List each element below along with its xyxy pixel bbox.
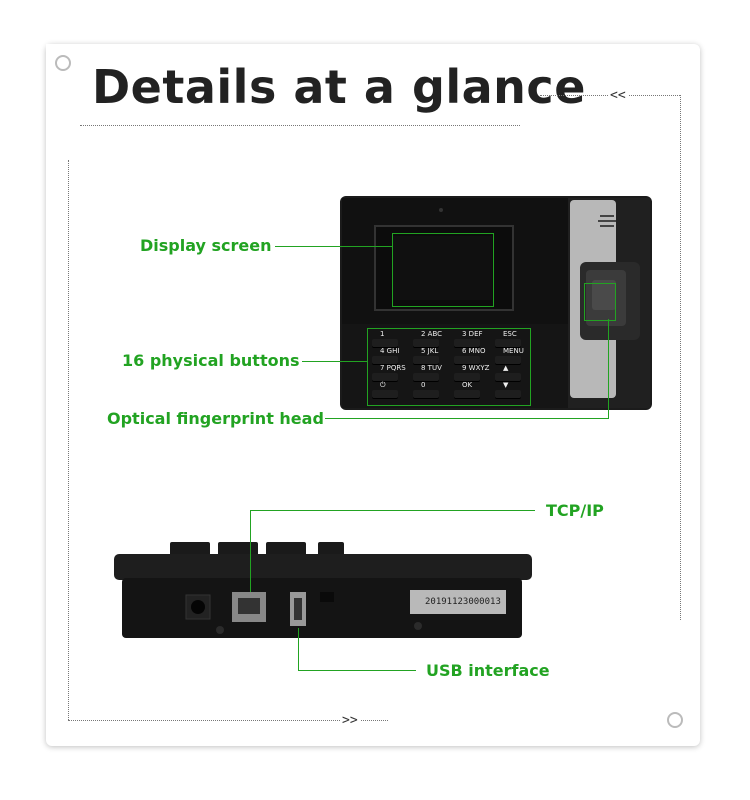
key-label: 9 WXYZ [462, 364, 490, 372]
key-label: OK [462, 381, 473, 389]
keypad-key[interactable] [495, 373, 521, 381]
display-callout-line [275, 246, 392, 247]
corner-hole-top [55, 55, 71, 71]
keypad-key[interactable] [495, 339, 521, 347]
keypad-key[interactable] [454, 373, 480, 381]
key-label: 5 JKL [421, 347, 439, 355]
title-underline [80, 125, 520, 126]
usb-interface-label: USB interface [426, 661, 550, 680]
buttons-callout-line [302, 361, 367, 362]
key-label: ESC [503, 330, 517, 338]
tcpip-label: TCP/IP [546, 501, 604, 520]
display-screen-label: Display screen [140, 236, 272, 255]
key-label: 6 MNO [462, 347, 486, 355]
tcpip-callout-line-v [250, 510, 251, 592]
key-label: 8 TUV [421, 364, 442, 372]
keypad-key[interactable] [495, 390, 521, 398]
fingerprint-callout-line-v [608, 319, 609, 419]
display-highlight [392, 233, 494, 307]
keypad-key[interactable] [413, 390, 439, 398]
usb-callout-line-v [298, 628, 299, 670]
fingerprint-highlight [584, 283, 616, 321]
physical-buttons-label: 16 physical buttons [122, 351, 300, 370]
keypad-key[interactable] [495, 356, 521, 364]
keypad-key[interactable] [413, 339, 439, 347]
keypad-key[interactable] [454, 339, 480, 347]
frame-line-right [680, 95, 681, 620]
page-title: Details at a glance [92, 60, 586, 114]
keypad-key[interactable] [372, 373, 398, 381]
keypad-highlight [367, 328, 531, 406]
keypad-key[interactable] [454, 356, 480, 364]
device-bottom-illustration [114, 542, 532, 638]
prev-chevron[interactable]: << [608, 88, 628, 103]
key-label: 4 GHI [380, 347, 400, 355]
key-label: 1 [380, 330, 385, 338]
key-label: ⏻ [380, 381, 386, 389]
fingerprint-callout-line-h [325, 418, 608, 419]
key-label: MENU [503, 347, 524, 355]
keypad-key[interactable] [413, 373, 439, 381]
key-label: 7 PQRS [380, 364, 406, 372]
keypad-key[interactable] [454, 390, 480, 398]
next-chevron[interactable]: >> [340, 713, 360, 728]
key-label: 3 DEF [462, 330, 483, 338]
title-tab [46, 44, 516, 122]
usb-callout-line-h [298, 670, 416, 671]
frame-line-left [68, 160, 69, 720]
key-label: ▲ [503, 364, 509, 372]
fingerprint-head-label: Optical fingerprint head [107, 409, 324, 428]
key-label: ▼ [503, 381, 509, 389]
keypad-key[interactable] [372, 356, 398, 364]
tcpip-callout-line-h [250, 510, 535, 511]
frame-line-bottom [68, 720, 388, 721]
keypad-key[interactable] [372, 390, 398, 398]
key-label: 0 [421, 381, 426, 389]
keypad-key[interactable] [372, 339, 398, 347]
key-label: 2 ABC [421, 330, 443, 338]
keypad-key[interactable] [413, 356, 439, 364]
corner-hole-bottom [667, 712, 683, 728]
serial-label: 20191123000013 [425, 597, 501, 607]
